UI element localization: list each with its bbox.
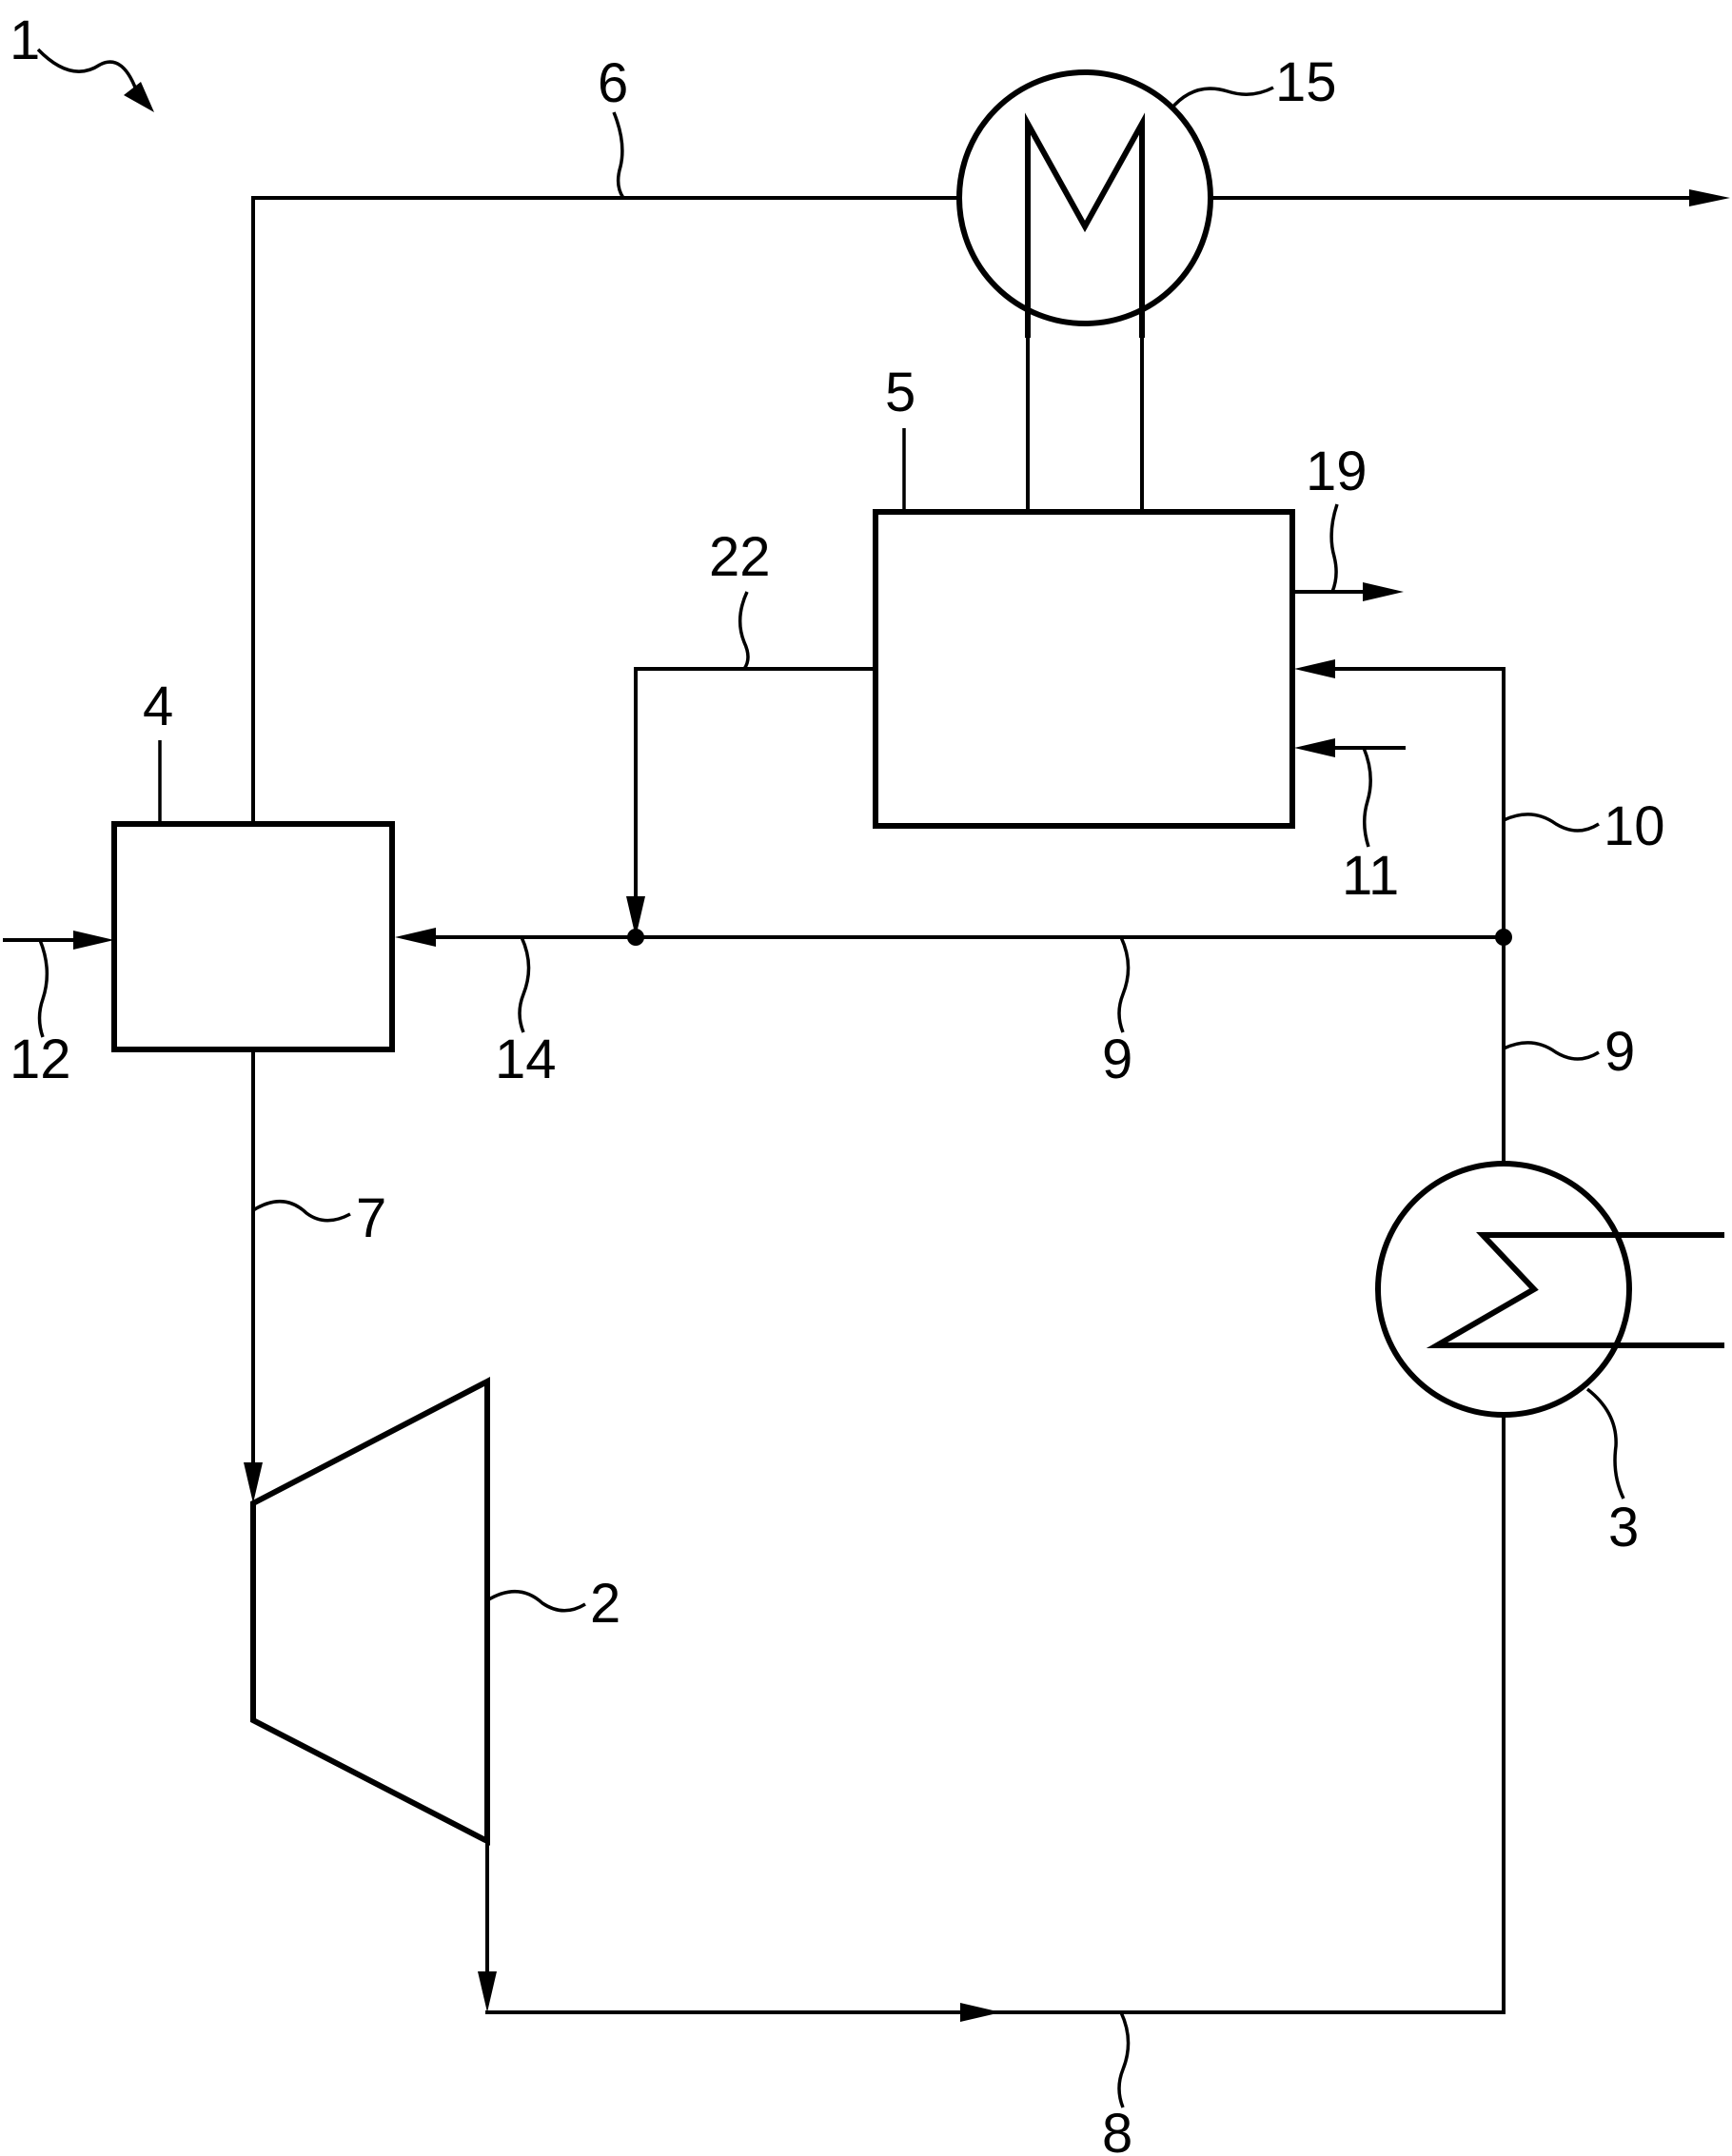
leader-line-14 xyxy=(518,936,531,1033)
label-line-19: 19 xyxy=(1306,441,1368,502)
line-22 xyxy=(626,667,877,937)
leader-line-10 xyxy=(1503,813,1600,833)
leader-line-12 xyxy=(37,939,49,1038)
label-line-7: 7 xyxy=(356,1187,386,1249)
leader-line-7 xyxy=(252,1199,351,1223)
label-line-10: 10 xyxy=(1604,795,1665,857)
leader-turbine-2 xyxy=(486,1589,586,1613)
heat-exchanger-15 xyxy=(956,69,1213,338)
label-line-9-vertical: 9 xyxy=(1604,1021,1635,1083)
leader-line-9-horizontal xyxy=(1117,936,1131,1033)
label-line-12: 12 xyxy=(10,1029,71,1090)
unit-5 xyxy=(873,322,1295,829)
label-system-1: 1 xyxy=(10,10,40,71)
line-6 xyxy=(251,189,1730,826)
turbine-2 xyxy=(250,1377,490,1846)
line-19 xyxy=(1290,582,1404,601)
arrowhead-system-1 xyxy=(124,82,154,112)
label-line-8: 8 xyxy=(1102,2103,1132,2156)
label-line-6: 6 xyxy=(598,52,628,114)
label-turbine-2: 2 xyxy=(590,1573,620,1635)
leader-line-8 xyxy=(1117,2011,1131,2108)
leader-line-11 xyxy=(1362,747,1372,848)
label-heat-exchanger-15: 15 xyxy=(1275,51,1337,113)
line-9-horizontal xyxy=(395,928,1512,947)
line-8 xyxy=(478,1414,1506,2022)
leader-line-9-vertical xyxy=(1503,1041,1600,1061)
leader-heat-exchanger-15 xyxy=(1169,86,1274,111)
leader-heat-exchanger-3 xyxy=(1585,1387,1625,1499)
line-7 xyxy=(244,1048,263,1503)
label-line-11: 11 xyxy=(1342,845,1399,907)
line-12 xyxy=(3,931,114,950)
label-unit-5: 5 xyxy=(885,362,915,423)
label-line-14: 14 xyxy=(495,1029,557,1090)
label-unit-4: 4 xyxy=(143,676,173,737)
leader-line-22 xyxy=(738,591,750,671)
leader-line-6 xyxy=(612,111,625,199)
leader-line-19 xyxy=(1329,503,1339,593)
label-heat-exchanger-3: 3 xyxy=(1608,1497,1639,1558)
leader-system-1 xyxy=(36,48,140,96)
label-line-22: 22 xyxy=(709,526,771,588)
label-line-9-horizontal: 9 xyxy=(1102,1029,1132,1090)
heat-exchanger-3 xyxy=(1375,1161,1724,1418)
line-11 xyxy=(1294,738,1406,757)
unit-4 xyxy=(111,821,395,1052)
line-10 xyxy=(1294,659,1506,939)
